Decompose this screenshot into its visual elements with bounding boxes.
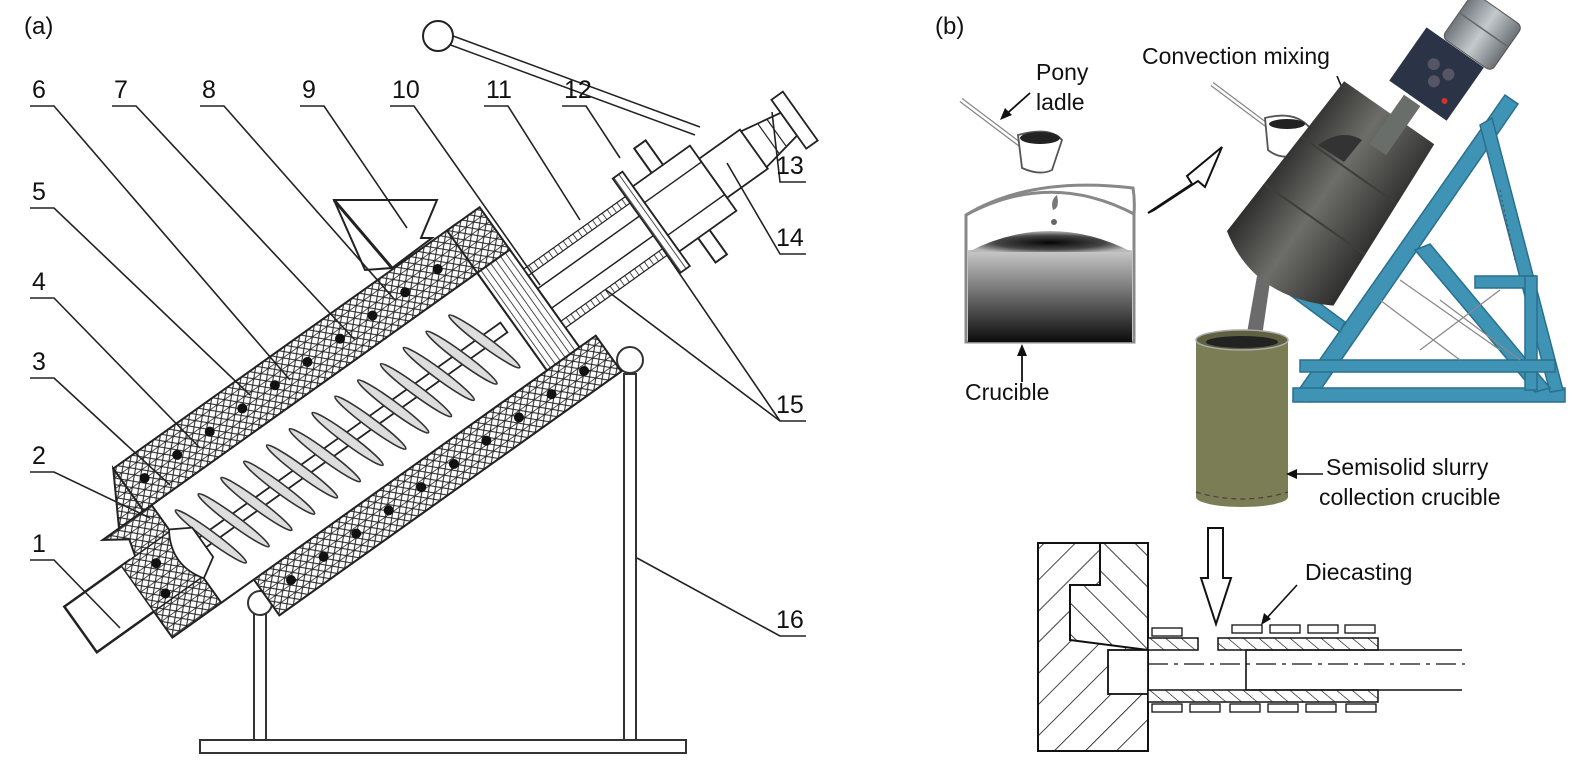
callout-label-3: 3 bbox=[32, 348, 46, 376]
callout-label-4: 4 bbox=[32, 268, 46, 296]
callout-leader-7 bbox=[112, 105, 356, 341]
callout-leader-4 bbox=[30, 297, 201, 449]
callout-label-14: 14 bbox=[776, 224, 804, 252]
pony-ladle-icon bbox=[959, 98, 1064, 174]
screw-flight bbox=[402, 346, 476, 402]
screw-flight bbox=[242, 460, 316, 516]
callout-label-13: 13 bbox=[776, 152, 804, 180]
callout-label-2: 2 bbox=[32, 442, 46, 470]
callout-leader-16 bbox=[636, 557, 806, 637]
panel-a: (a) bbox=[24, 13, 819, 754]
support-stand bbox=[199, 346, 687, 754]
panel-b: (b) Pony ladle Crucible bbox=[935, 0, 1566, 752]
screw-flight bbox=[425, 330, 498, 385]
callout-leader-10 bbox=[390, 105, 541, 286]
callout-leader-14 bbox=[726, 162, 806, 255]
convection-mixer-photo bbox=[1226, 0, 1566, 403]
crucible-icon bbox=[964, 183, 1136, 344]
feed-hopper bbox=[332, 199, 439, 272]
slurry-crucible-caption-2: collection crucible bbox=[1319, 484, 1501, 510]
callout-label-15: 15 bbox=[776, 391, 804, 419]
screw-flight bbox=[197, 492, 270, 548]
callout-label-6: 6 bbox=[32, 76, 46, 104]
callout-leader-8 bbox=[200, 105, 396, 301]
callout-label-16: 16 bbox=[776, 606, 804, 634]
process-arrow-icon bbox=[1147, 146, 1223, 214]
callout-leader-1 bbox=[30, 559, 121, 629]
panel-a-label: (a) bbox=[24, 13, 53, 40]
slurry-collection-crucible-icon bbox=[1195, 329, 1289, 507]
callout-label-1: 1 bbox=[32, 530, 46, 558]
slurry-crucible-caption-1: Semisolid slurry bbox=[1326, 454, 1489, 480]
pony-ladle-caption-2: ladle bbox=[1036, 89, 1085, 115]
callout-leader-9 bbox=[300, 105, 408, 229]
callout-leaders bbox=[30, 105, 806, 637]
diecasting-schematic bbox=[1037, 542, 1465, 752]
screw-flight bbox=[220, 476, 293, 532]
callout-label-12: 12 bbox=[564, 76, 592, 104]
callout-label-8: 8 bbox=[202, 76, 216, 104]
screw-flight bbox=[334, 395, 407, 450]
callout-label-5: 5 bbox=[32, 178, 46, 206]
callout-leader-2 bbox=[30, 471, 151, 519]
screw-flight bbox=[379, 362, 453, 418]
callout-leader-5 bbox=[30, 207, 251, 396]
callout-leader-11 bbox=[484, 105, 581, 221]
callout-label-11: 11 bbox=[486, 76, 512, 104]
screw-flight bbox=[356, 379, 430, 434]
callout-leader-12 bbox=[562, 105, 621, 159]
callout-label-9: 9 bbox=[302, 76, 316, 104]
callout-label-10: 10 bbox=[392, 76, 420, 104]
screw-flight bbox=[448, 314, 521, 369]
callout-leader-3 bbox=[30, 377, 171, 486]
screw-flight bbox=[265, 444, 339, 499]
handle bbox=[422, 20, 701, 136]
diecasting-caption: Diecasting bbox=[1305, 559, 1412, 585]
screw-flight bbox=[174, 509, 248, 564]
callout-label-7: 7 bbox=[114, 76, 128, 104]
down-arrow-icon bbox=[1199, 527, 1233, 628]
screw-flight bbox=[288, 427, 362, 483]
callout-leader-13 bbox=[771, 111, 806, 183]
callout-leader-15 bbox=[605, 244, 806, 422]
callout-leader-6 bbox=[30, 105, 291, 381]
screw-flight bbox=[311, 411, 384, 467]
crucible-caption: Crucible bbox=[965, 379, 1049, 405]
pony-ladle-caption-1: Pony bbox=[1036, 59, 1089, 85]
panel-b-label: (b) bbox=[935, 13, 964, 40]
convection-mixing-caption: Convection mixing bbox=[1142, 43, 1330, 69]
